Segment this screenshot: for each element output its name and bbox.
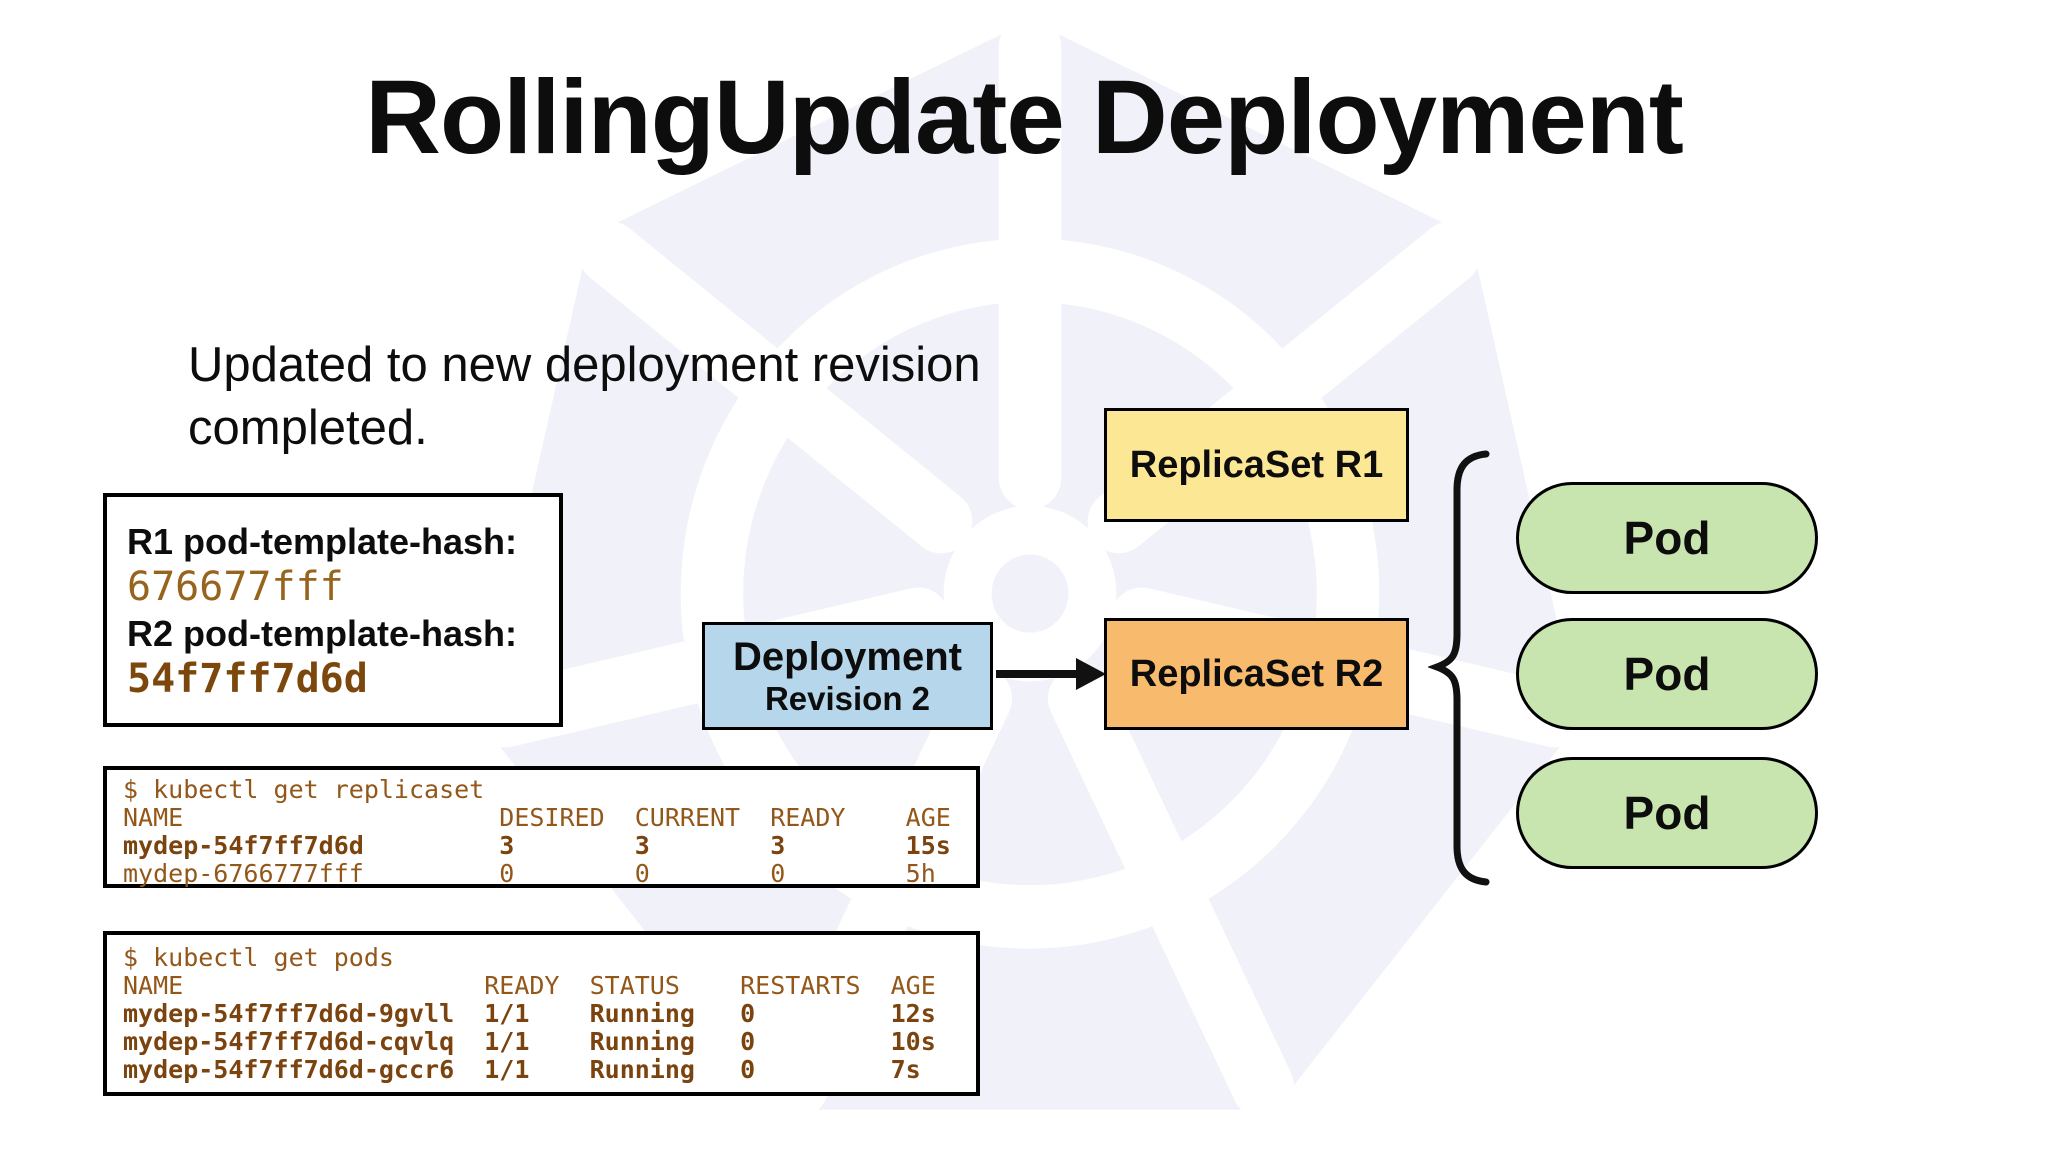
deployment-box: Deployment Revision 2 <box>702 622 993 730</box>
terminal-command: $ kubectl get replicaset <box>123 775 485 804</box>
terminal-row-new-rs: mydep-54f7ff7d6d 3 3 3 15s <box>123 831 951 860</box>
terminal-row-pod-3: mydep-54f7ff7d6d-gccr6 1/1 Running 0 7s <box>123 1055 921 1084</box>
terminal-header-row: NAME DESIRED CURRENT READY AGE <box>123 803 951 832</box>
pod-box-2: Pod <box>1516 618 1818 730</box>
deployment-box-subtitle: Revision 2 <box>764 680 931 717</box>
r2-hash-value: 54f7ff7d6d <box>127 656 368 702</box>
pod-box-3: Pod <box>1516 757 1818 869</box>
r1-hash-label: R1 pod-template-hash: <box>127 521 518 562</box>
replicaset-terminal-output: $ kubectl get replicaset NAME DESIRED CU… <box>103 766 980 888</box>
terminal-header-row: NAME READY STATUS RESTARTS AGE <box>123 971 936 1000</box>
r1-hash-value: 676677fff <box>127 564 344 610</box>
r2-hash-label: R2 pod-template-hash: <box>127 613 518 654</box>
replicaset-r2-label: ReplicaSet R2 <box>1129 652 1384 695</box>
replicaset-r1-box: ReplicaSet R1 <box>1104 408 1409 522</box>
pods-terminal-output: $ kubectl get pods NAME READY STATUS RES… <box>103 931 980 1096</box>
deployment-box-title: Deployment <box>733 635 962 679</box>
pod-label: Pod <box>1623 787 1711 839</box>
right-arrow-icon <box>1076 658 1106 690</box>
slide-note-line2: completed. <box>188 401 428 455</box>
right-arrow-line <box>996 670 1078 678</box>
pod-label: Pod <box>1623 512 1711 564</box>
pod-label: Pod <box>1623 648 1711 700</box>
pod-template-hash-box: R1 pod-template-hash: 676677fff R2 pod-t… <box>103 493 563 727</box>
slide-note: Updated to new deployment revision compl… <box>188 334 1168 460</box>
terminal-row-pod-2: mydep-54f7ff7d6d-cqvlq 1/1 Running 0 10s <box>123 1027 936 1056</box>
replicaset-r1-label: ReplicaSet R1 <box>1129 443 1384 486</box>
terminal-row-old-rs: mydep-6766777fff 0 0 0 5h <box>123 859 936 888</box>
terminal-command: $ kubectl get pods <box>123 943 394 972</box>
terminal-row-pod-1: mydep-54f7ff7d6d-9gvll 1/1 Running 0 12s <box>123 999 936 1028</box>
pod-box-1: Pod <box>1516 482 1818 594</box>
replicaset-r2-box: ReplicaSet R2 <box>1104 618 1409 730</box>
slide-title: RollingUpdate Deployment <box>365 59 1684 176</box>
slide-note-line1: Updated to new deployment revision <box>188 338 981 392</box>
left-curly-brace-icon <box>1428 450 1490 886</box>
